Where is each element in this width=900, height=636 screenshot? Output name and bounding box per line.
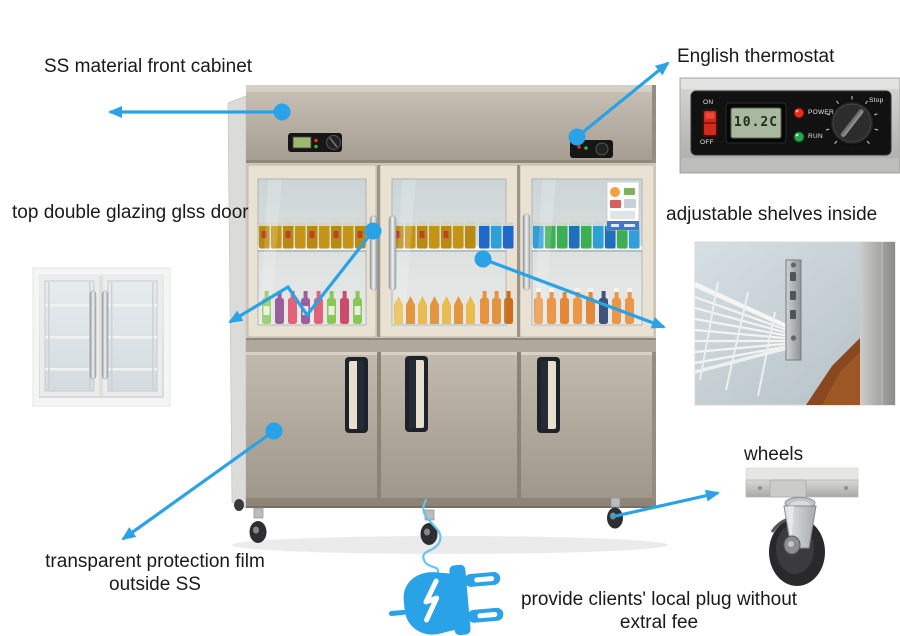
thermostat-off-label: OFF [700, 139, 714, 146]
connector-english-thermostat [575, 61, 670, 139]
run-led-glint [795, 133, 799, 137]
inset-door-handle [89, 290, 97, 380]
connector-glass-door [228, 230, 375, 324]
fridge-shadow [232, 536, 668, 554]
power-led-icon [793, 107, 805, 119]
thermostat-on-label: ON [703, 99, 714, 106]
thermostat-run-label: RUN [808, 133, 823, 140]
drink-cans [259, 222, 640, 249]
fridge-solid-doors [246, 352, 656, 508]
thermostat-inset-photo [679, 77, 900, 174]
fridge-side-panel [227, 95, 247, 509]
solid-door-handle-right [537, 357, 560, 433]
fridge-control-panel-left [288, 133, 342, 152]
connector-adjustable-shelves [482, 257, 666, 329]
fridge-glass-doors [246, 163, 656, 340]
refrigerator-photo [227, 85, 668, 554]
label-protection-film: transparent protection film outside SS [25, 551, 285, 597]
plug-icon [388, 564, 504, 636]
inset-door-handle [101, 290, 109, 380]
wire-shelf [695, 281, 796, 397]
solid-door-handle-middle [405, 356, 428, 432]
label-ss-cabinet: SS material front cabinet [44, 56, 253, 77]
fridge-casters [234, 497, 623, 545]
connector-dots [265, 103, 586, 440]
label-plug-line1: provide clients' local plug without [520, 589, 798, 610]
thermostat-lcd-value: 10.2C [733, 115, 779, 130]
label-english-thermostat: English thermostat [677, 46, 835, 67]
label-plug-line2: extral fee [619, 611, 699, 633]
fridge-mid-divider [246, 338, 656, 352]
label-protection-film-line1: transparent protection film [45, 551, 265, 572]
thermostat-rocker-switch [702, 109, 718, 137]
thermostat-stop-label: Stop [869, 97, 884, 104]
label-wheels: wheels [744, 444, 804, 465]
glass-door-handle [522, 213, 531, 291]
shelf-bracket-rail [785, 259, 802, 361]
glass-doors-inset-photo [32, 267, 171, 407]
thermostat-dial-icon [825, 96, 879, 146]
connector-wheels [610, 489, 720, 519]
annotation-connectors [108, 61, 720, 541]
glass-reflections [260, 180, 556, 324]
label-adjustable-shelves: adjustable shelves inside [666, 204, 878, 225]
power-cord-line [422, 498, 442, 577]
wheel-inset-photo [745, 467, 859, 586]
power-led-glint [795, 109, 799, 113]
label-plug: provide clients' local plug without extr… [500, 589, 818, 635]
shelf-inset-photo [694, 241, 896, 406]
thermostat-lcd-display [725, 102, 787, 144]
connector-protection-film [121, 429, 275, 541]
thermostat-power-label: POWER [808, 109, 835, 116]
solid-door-handle-left [345, 357, 368, 433]
glass-door-handle [388, 215, 397, 291]
lightning-bolt-icon [423, 578, 440, 623]
door-sticker [606, 181, 640, 231]
label-protection-film-line2: outside SS [109, 573, 201, 595]
label-glass-door: top double glazing glss door [12, 202, 249, 223]
run-led-icon [793, 131, 805, 143]
